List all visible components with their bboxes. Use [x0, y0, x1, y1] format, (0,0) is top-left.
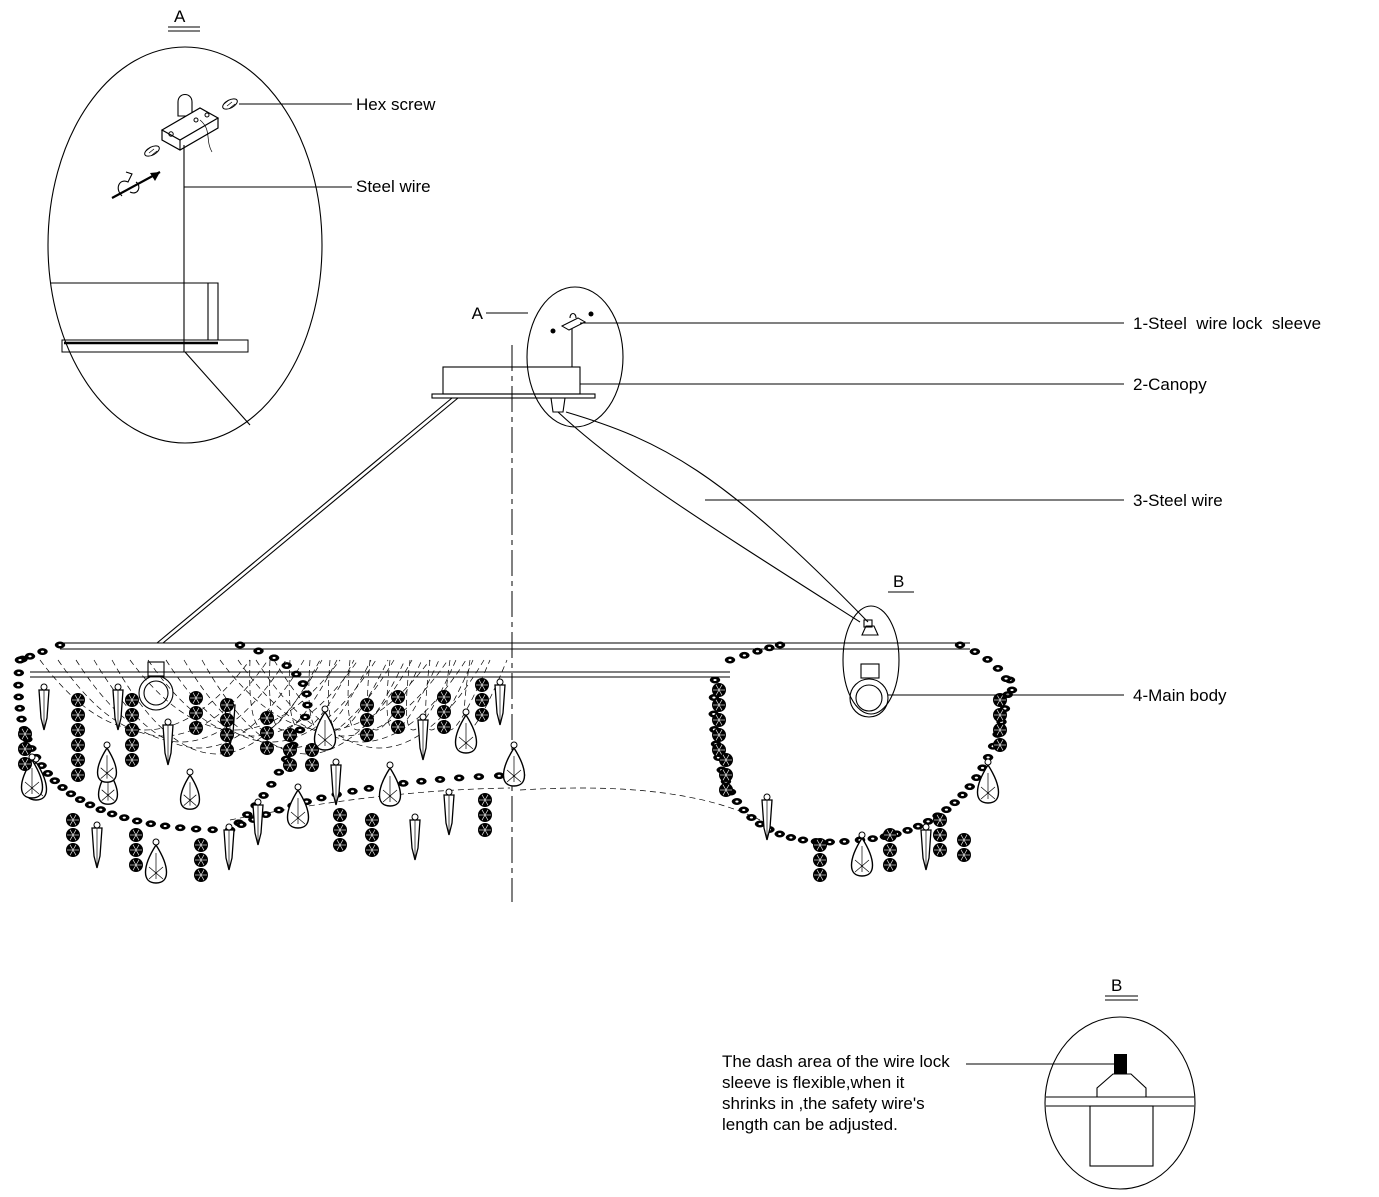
callout-a-letter: A	[472, 304, 484, 323]
callout-a-outline	[526, 286, 624, 428]
suspension-wire-left	[156, 397, 453, 644]
crystal-drops	[18, 678, 1007, 884]
detail-a-title: A	[174, 7, 186, 26]
detail-b-note: The dash area of the wire lock sleeve is…	[722, 1052, 950, 1134]
part-label-steel-wire: 3-Steel wire	[1133, 491, 1223, 510]
detail-a-lock-sleeve	[160, 93, 220, 153]
hex-screw-icon	[222, 98, 238, 110]
steel-wire-label: Steel wire	[356, 177, 431, 196]
detail-b: B	[966, 976, 1196, 1190]
detail-b-title: B	[1111, 976, 1122, 995]
hex-screw-icon	[144, 145, 160, 157]
detail-a-canopy	[50, 282, 219, 341]
detail-b-outline	[1044, 1016, 1196, 1190]
lock-sleeve	[550, 311, 594, 367]
part-label-lock-sleeve: 1-Steel wire lock sleeve	[1133, 314, 1321, 333]
safety-wire	[565, 411, 869, 623]
main-view: A B	[13, 286, 1321, 902]
canopy	[431, 366, 596, 413]
flexible-sleeve-part	[1114, 1054, 1127, 1074]
hex-screw-label: Hex screw	[356, 95, 436, 114]
main-body-frame	[30, 642, 970, 718]
callout-b-letter: B	[893, 572, 904, 591]
callout-b-outline	[842, 605, 900, 715]
part-label-main-body: 4-Main body	[1133, 686, 1227, 705]
detail-a: A	[47, 7, 436, 444]
detail-a-outline	[47, 46, 323, 444]
part-label-canopy: 2-Canopy	[1133, 375, 1207, 394]
rotation-arrow-icon	[111, 171, 161, 199]
